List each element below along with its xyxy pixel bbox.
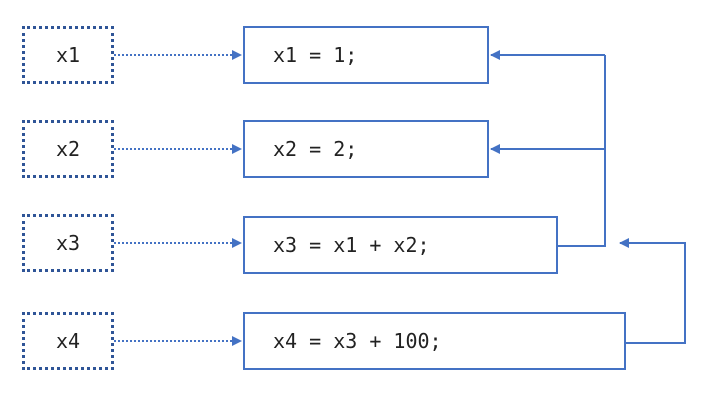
statement-box-x2: x2 = 2; bbox=[243, 120, 489, 178]
variable-label: x2 bbox=[55, 137, 81, 161]
variable-box-x3: x3 bbox=[22, 214, 114, 272]
connector-x3-trunk bbox=[558, 55, 606, 247]
variable-box-x2: x2 bbox=[22, 120, 114, 178]
statement-code: x2 = 2; bbox=[273, 137, 358, 161]
connector-x4-to-x3 bbox=[619, 238, 686, 344]
statement-code: x3 = x1 + x2; bbox=[273, 233, 430, 257]
statement-box-x4: x4 = x3 + 100; bbox=[243, 312, 626, 370]
variable-label: x3 bbox=[55, 231, 81, 255]
variable-box-x4: x4 bbox=[22, 312, 114, 370]
statement-code: x1 = 1; bbox=[273, 43, 358, 67]
variable-box-x1: x1 bbox=[22, 26, 114, 84]
variable-label: x4 bbox=[55, 329, 81, 353]
statement-code: x4 = x3 + 100; bbox=[273, 329, 442, 353]
statement-box-x3: x3 = x1 + x2; bbox=[243, 216, 558, 274]
variable-label: x1 bbox=[55, 43, 81, 67]
statement-box-x1: x1 = 1; bbox=[243, 26, 489, 84]
